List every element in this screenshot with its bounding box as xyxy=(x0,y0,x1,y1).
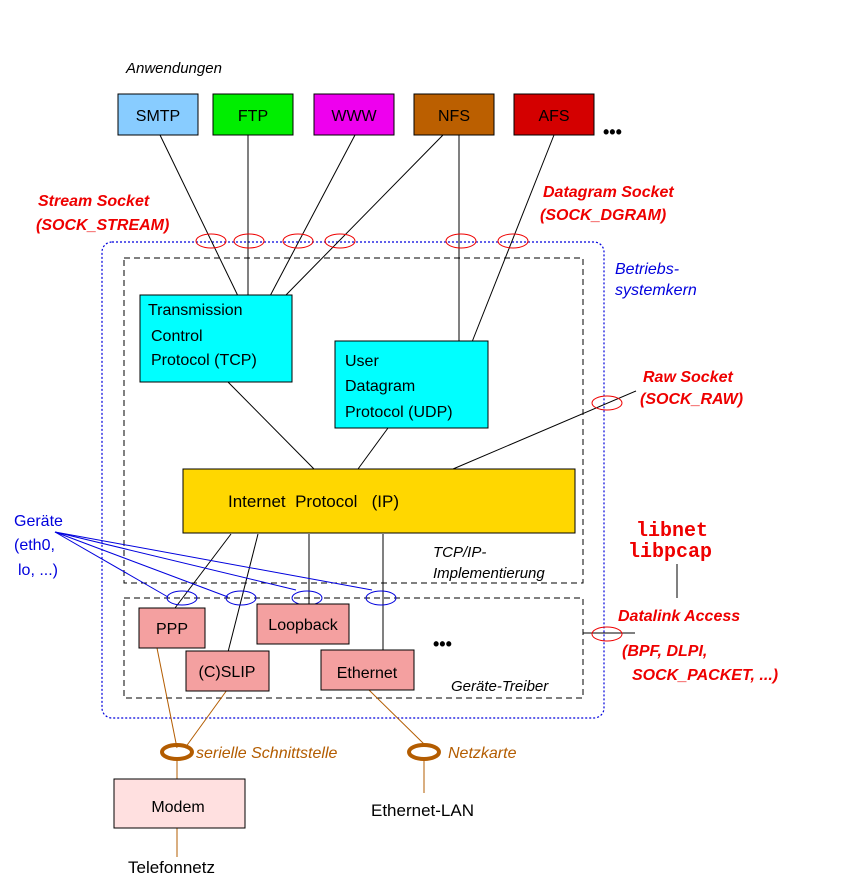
libnet-label: libnet xyxy=(636,520,708,543)
serial-interface-label: serielle Schnittstelle xyxy=(196,745,338,762)
app-connections xyxy=(159,134,678,653)
kernel-label-line1: Betriebs- xyxy=(615,261,679,278)
app-box-nfs[interactable] xyxy=(413,93,495,136)
udp-box[interactable] xyxy=(334,340,489,429)
driver-label-loopback: Loopback xyxy=(268,617,338,634)
driver-box-cslip[interactable] xyxy=(185,650,270,692)
ip-label: Internet Protocol (IP) xyxy=(228,492,399,511)
app-label-ftp: FTP xyxy=(238,108,268,125)
tcp-label-line2: Control xyxy=(151,328,203,345)
datalink-access-label: Datalink Access xyxy=(618,608,740,625)
network-card-icon xyxy=(407,743,441,761)
datalink-list-line1: (BPF, DLPI, xyxy=(622,643,707,660)
hardware-lines xyxy=(156,647,425,857)
device-ellipses xyxy=(166,590,397,606)
app-box-ftp[interactable] xyxy=(212,93,294,136)
stream-socket-label: Stream Socket xyxy=(38,193,150,210)
tcpip-label-line2: Implementierung xyxy=(433,565,545,582)
application-boxes: SMTP FTP WWW NFS AFS xyxy=(117,93,595,136)
tcpip-implementation-box xyxy=(123,257,584,584)
more-apps-ellipsis: ••• xyxy=(603,122,622,142)
app-box-smtp[interactable] xyxy=(117,93,199,136)
ip-box[interactable] xyxy=(182,468,576,534)
app-box-www[interactable] xyxy=(313,93,395,136)
network-card-label: Netzkarte xyxy=(448,745,517,762)
tcp-label-line1: Transmission xyxy=(148,302,243,319)
raw-socket-label: Raw Socket xyxy=(643,369,733,386)
device-label-lines xyxy=(54,531,373,598)
app-label-www: WWW xyxy=(331,108,377,125)
libpcap-label: libpcap xyxy=(628,541,712,564)
driver-box-ethernet[interactable] xyxy=(320,649,415,691)
devices-label-line1: Geräte xyxy=(14,513,63,530)
devices-label-line3: lo, ...) xyxy=(18,562,58,579)
driver-box-loopback[interactable] xyxy=(256,603,350,645)
socket-ellipses xyxy=(195,233,623,642)
app-label-afs: AFS xyxy=(538,108,569,125)
udp-label-line2: Datagram xyxy=(345,378,415,395)
tcp-box[interactable] xyxy=(139,294,293,383)
drivers-label: Geräte-Treiber xyxy=(451,678,549,695)
app-box-afs[interactable] xyxy=(513,93,595,136)
sock-raw-label: (SOCK_RAW) xyxy=(640,391,743,408)
sock-stream-label: (SOCK_STREAM) xyxy=(36,217,169,234)
kernel-label-line2: systemkern xyxy=(615,282,697,299)
datagram-socket-label: Datagram Socket xyxy=(543,184,674,201)
app-label-smtp: SMTP xyxy=(136,108,180,125)
sock-dgram-label: (SOCK_DGRAM) xyxy=(540,207,666,224)
driver-box-ppp[interactable] xyxy=(138,607,206,649)
datalink-list-line2: SOCK_PACKET, ...) xyxy=(632,667,778,684)
serial-interface-icon xyxy=(160,743,194,761)
driver-label-ppp: PPP xyxy=(156,621,188,638)
modem-label: Modem xyxy=(151,799,204,816)
tcp-label-line3: Protocol (TCP) xyxy=(151,352,257,369)
devices-label-line2: (eth0, xyxy=(14,537,55,554)
telephone-network-label: Telefonnetz xyxy=(128,858,215,877)
applications-label: Anwendungen xyxy=(125,60,222,77)
driver-label-ethernet: Ethernet xyxy=(337,665,398,682)
modem-box[interactable] xyxy=(113,778,246,829)
more-drivers-ellipsis: ••• xyxy=(433,634,452,654)
ethernet-lan-label: Ethernet-LAN xyxy=(371,801,474,820)
udp-label-line1: User xyxy=(345,353,379,370)
udp-label-line3: Protocol (UDP) xyxy=(345,404,453,421)
tcpip-label-line1: TCP/IP- xyxy=(433,544,486,561)
app-label-nfs: NFS xyxy=(438,108,470,125)
driver-label-cslip: (C)SLIP xyxy=(199,664,256,681)
kernel-boundary xyxy=(101,241,605,719)
